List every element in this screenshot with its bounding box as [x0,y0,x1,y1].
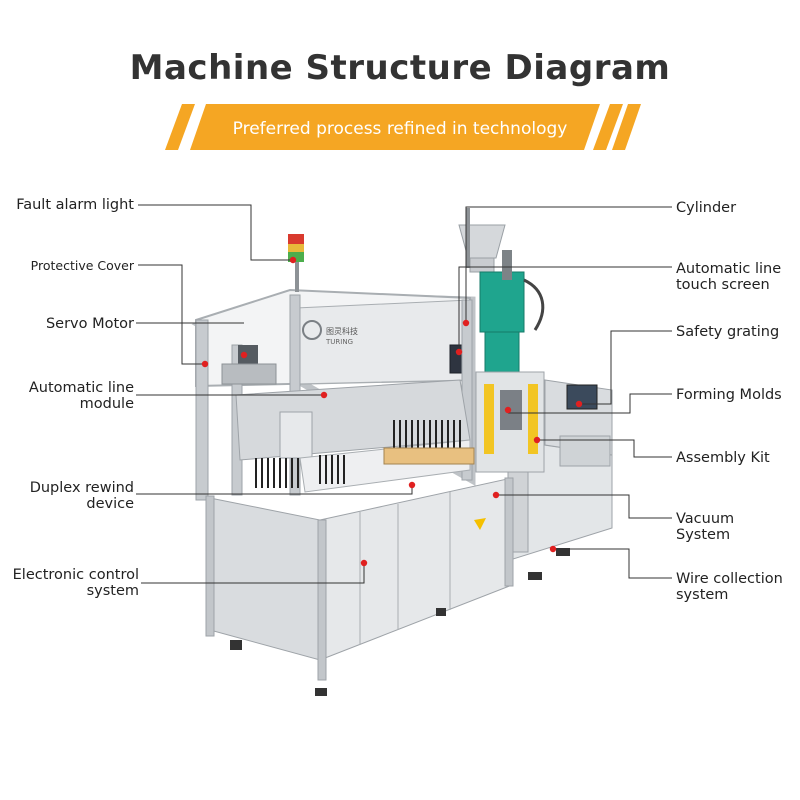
rewind-tray [384,448,474,464]
label-forming-molds: Forming Molds [676,387,782,403]
label-safety-grating: Safety grating [676,324,779,340]
label-servo-motor: Servo Motor [46,316,134,332]
brand-text: TURING [325,338,353,346]
brand-cn: 图灵科技 [326,326,358,336]
label-cylinder: Cylinder [676,200,736,216]
label-assembly-kit: Assembly Kit [676,450,770,466]
lower-cabinet [206,478,513,680]
fault-alarm-light [288,234,304,292]
label-fault-alarm-light: Fault alarm light [16,197,134,213]
line-module [236,380,470,492]
label-protective-cover: Protective Cover [31,258,134,274]
